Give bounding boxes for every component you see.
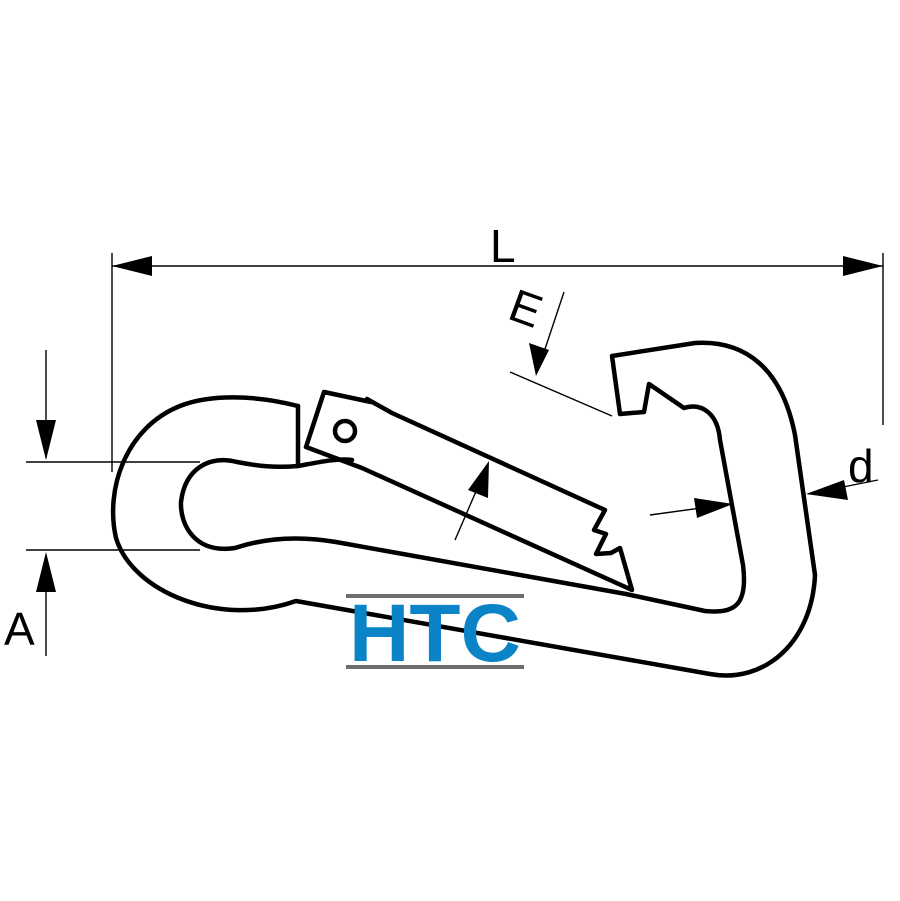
- eye-width-arrowhead-top: [36, 420, 56, 460]
- diameter-arrowhead-outer: [806, 480, 848, 500]
- logo-text: HTC: [349, 588, 521, 679]
- body-outer-outline: [110, 340, 818, 678]
- logo-rule-top: [346, 594, 524, 598]
- gate-thickness-arrowhead: [468, 461, 489, 498]
- gate-opening-leader: [509, 371, 613, 417]
- gate-outline: [303, 389, 635, 593]
- logo-rule-bottom: [346, 665, 524, 669]
- length-label: L: [490, 220, 516, 272]
- length-arrowhead-right: [843, 256, 883, 276]
- gate-opening-arrowhead: [529, 343, 549, 376]
- spring-gate: [303, 389, 635, 593]
- arrowheads: [36, 256, 883, 592]
- gate-opening-label: E: [503, 278, 550, 337]
- eye-width-arrowhead-bottom: [36, 552, 56, 592]
- gate-pin: [332, 418, 358, 444]
- eye-width-label: A: [4, 603, 35, 655]
- length-arrowhead-left: [112, 256, 152, 276]
- diameter-arrowhead-inner: [694, 498, 733, 518]
- hinge-block: [295, 403, 355, 469]
- carabiner-body: [110, 340, 818, 678]
- wire-diameter-label: d: [848, 440, 874, 492]
- htc-logo: HTC: [346, 588, 524, 679]
- body-inner-outline: [178, 457, 629, 597]
